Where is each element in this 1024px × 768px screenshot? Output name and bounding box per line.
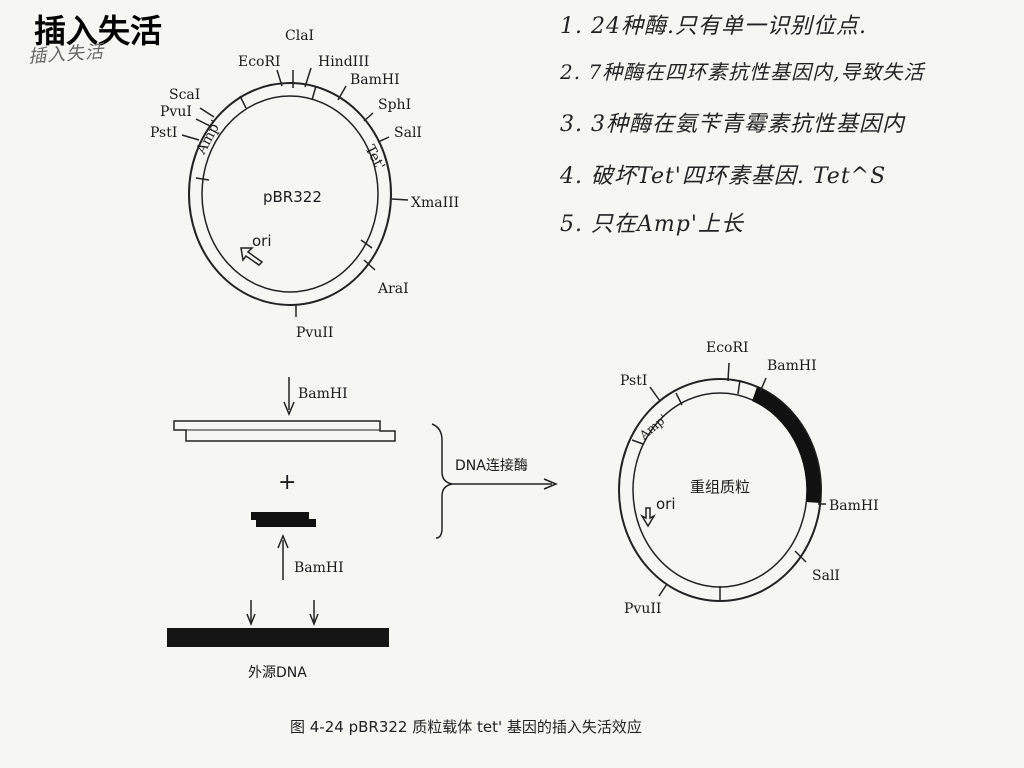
process-column: BamHI + BamHI 外源DNA DNA连接酶 [167, 377, 558, 681]
pbr322-plasmid: pBR322 ori Amp' Tet' ClaI EcoRI HindIII … [150, 28, 459, 341]
foreign-dna-bar [167, 628, 389, 647]
recomb-site-psti: PstI [620, 373, 647, 389]
note-3: 3. 3种酶在氨苄青霉素抗性基因内 [560, 112, 905, 137]
site-scai: ScaI [169, 87, 200, 103]
foreign-dna-label: 外源DNA [248, 665, 307, 681]
cut-arrow-icon [309, 613, 319, 627]
foreign-fragment-top [251, 512, 309, 520]
ligase-label: DNA连接酶 [455, 457, 528, 474]
ori-label: ori [252, 232, 272, 250]
site-pvuii: PvuII [296, 325, 333, 341]
figure-caption: 图 4-24 pBR322 质粒载体 tet' 基因的插入失活效应 [290, 718, 642, 736]
site-sphi: SphI [378, 97, 411, 113]
up-arrow-icon [277, 534, 289, 549]
note-5: 5. 只在Amp'上长 [560, 212, 744, 237]
recomb-site-ecori: EcoRI [706, 340, 749, 356]
combine-bracket [431, 423, 453, 539]
site-xmaiii: XmaIII [411, 195, 459, 211]
recombinant-plasmid: 重组质粒 ori Amp' PstI EcoRI BamHI BamHI Sal… [618, 340, 879, 617]
page-title: 插入失活 [34, 12, 163, 50]
note-4: 4. 破坏Tet'四环素基因. Tet^S [560, 164, 887, 189]
down-arrow-icon [283, 401, 295, 416]
tet-label: Tet' [361, 142, 387, 172]
ori-arrow-icon [240, 247, 264, 266]
plasmid-name: pBR322 [263, 188, 322, 206]
recomb-ori-label: ori [656, 495, 676, 513]
site-sali: SalI [394, 125, 422, 141]
amp-label: Amp' [193, 117, 225, 157]
recomb-amp-label: Amp' [636, 412, 670, 443]
foreign-fragment-bottom [256, 519, 316, 527]
site-bamhi: BamHI [350, 72, 400, 88]
right-arrow-icon [543, 478, 558, 490]
linear-plasmid-dna [173, 420, 396, 442]
site-pvui: PvuI [160, 104, 192, 120]
site-hindiii: HindIII [318, 54, 369, 70]
recomb-site-bamhi-top: BamHI [767, 358, 817, 374]
recomb-plasmid-name: 重组质粒 [690, 478, 750, 496]
site-arai: AraI [377, 281, 409, 297]
note-2: 2. 7种酶在四环素抗性基因内,导致失活 [560, 60, 925, 84]
recomb-site-bamhi-right: BamHI [829, 498, 879, 514]
site-clai: ClaI [285, 28, 314, 44]
bamhi-bottom-label: BamHI [294, 560, 344, 576]
inserted-fragment [752, 387, 821, 503]
note-1: 1. 24种酶.只有单一识别位点. [560, 14, 867, 39]
cut-arrow-icon [246, 613, 256, 627]
site-psti: PstI [150, 125, 177, 141]
site-ecori: EcoRI [238, 54, 281, 70]
ori-arrow-icon [640, 507, 656, 528]
recomb-site-sali: SalI [812, 568, 840, 584]
plus-sign: + [278, 470, 296, 495]
bamhi-top-label: BamHI [298, 386, 348, 402]
recomb-site-pvuii: PvuII [624, 601, 661, 617]
